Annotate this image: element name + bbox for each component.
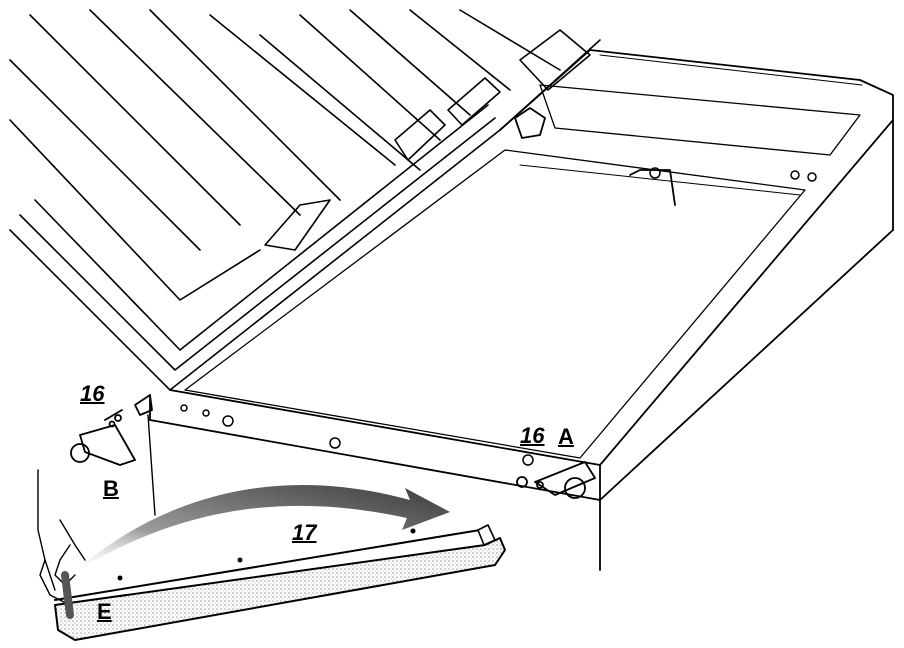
part-16-label-left: 16: [80, 381, 105, 406]
part-16-label-right: 16: [520, 423, 545, 448]
hand: [37, 469, 86, 606]
letter-a-label: A: [558, 424, 574, 449]
letter-e-label: E: [97, 599, 112, 624]
screw-holes: [180, 167, 817, 466]
hinge-a: [516, 461, 596, 499]
open-lid: [9, 9, 601, 391]
hinge-b: [70, 394, 156, 516]
motion-arrow: [70, 484, 450, 575]
hinge-top: [514, 107, 676, 206]
part-17-label: 17: [292, 520, 317, 545]
plinth-panel: [54, 524, 506, 641]
letter-b-label: B: [103, 476, 119, 501]
